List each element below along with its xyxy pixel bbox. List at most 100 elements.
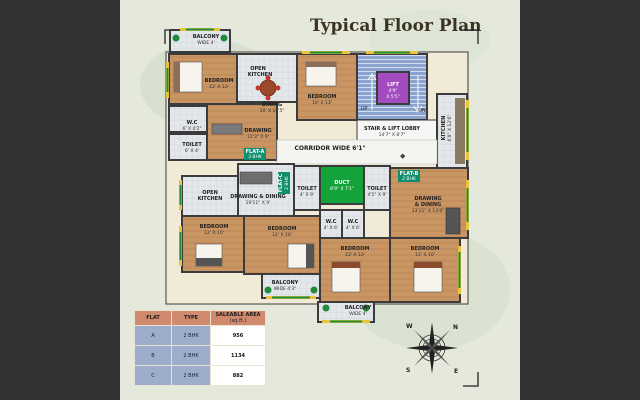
- bedroom-c2-name: BEDROOM: [268, 226, 297, 232]
- toilet-b-name: TOILET: [367, 186, 387, 192]
- stair-down-arrow: [413, 76, 423, 113]
- flat-c-tag-name: FLAT-C: [278, 173, 284, 192]
- sofa-icon: [445, 207, 461, 235]
- duct-size: 8'9" X 7'1": [330, 186, 354, 192]
- toilet-c-size: 4' X 9': [300, 192, 314, 198]
- stair-lobby-name: STAIR & LIFT LOBBY: [364, 126, 420, 132]
- saleable-area-table: FLAT TYPE SALEABLE AREA(sq.ft.) A 2 BHK …: [134, 310, 266, 386]
- compass-w: W: [406, 323, 413, 330]
- drawing-dining-b-size: 13'11" X 13'6": [412, 208, 445, 214]
- drawing-dining-b-name: DRAWING: [414, 196, 441, 202]
- frame-corner: [463, 372, 479, 387]
- stair-lobby-size: 14'7" X 8'7": [379, 132, 406, 138]
- header-area-title: SALEABLE AREA: [215, 312, 261, 318]
- toilet-a-name: TOILET: [182, 142, 202, 148]
- corridor-arrow-right: ◆: [400, 152, 406, 160]
- toilet-c: [293, 165, 321, 211]
- flat-a-tag: [244, 148, 266, 160]
- bed-icon: [413, 261, 443, 293]
- row-flat: A: [134, 325, 172, 346]
- toilet-a-size: 6' X 4': [185, 148, 199, 154]
- balcony-c-name: BALCONY: [272, 280, 299, 286]
- duct-name: DUCT: [334, 180, 350, 186]
- bedroom-a1-size: 12' X 10': [209, 84, 229, 90]
- stair-down-label: DN: [418, 108, 426, 114]
- drawing-dining-c-size: 19'11" X 9': [246, 200, 271, 206]
- flat-c-tag: [278, 172, 290, 194]
- wc-a: [168, 105, 208, 133]
- open-kitchen-c-sub: KITCHEN: [198, 196, 223, 202]
- header-saleable-area: SALEABLE AREA(sq.ft.): [210, 310, 266, 326]
- flat-b-tag-name: FLAT-B: [400, 171, 419, 177]
- balcony-top-name: BALCONY: [193, 34, 220, 40]
- toilet-b-size: 4'1" X 9': [367, 192, 386, 198]
- lift-shaft: [376, 71, 410, 105]
- dining-table-icon: [255, 75, 281, 101]
- row-type: 2 BHK: [171, 345, 211, 366]
- balcony-b-name: BALCONY: [345, 305, 372, 311]
- windows: [166, 28, 469, 323]
- bedroom-c1-size: 12' X 10': [204, 230, 224, 236]
- kitchen-b-size: 6'8" X 12'6": [447, 115, 453, 142]
- bedroom-a1-name: BEDROOM: [205, 78, 234, 84]
- wc-a-size: 6' X 4'2": [182, 126, 201, 132]
- toilet-b: [363, 165, 391, 211]
- bedroom-b2-name: BEDROOM: [411, 246, 440, 252]
- balcony-c-size: WIDE 4'3": [274, 286, 297, 292]
- lift-name: LIFT: [387, 82, 399, 88]
- flat-c-tag-type: 2 BHK: [284, 175, 290, 190]
- corridor: [276, 139, 438, 165]
- stair-up-arrow: [367, 73, 377, 110]
- drawing-dining-b-sub: & DINING: [415, 202, 441, 208]
- row-area: 882: [210, 365, 266, 386]
- kitchen-b-name: KITCHEN: [441, 116, 447, 141]
- page-title: Typical Floor Plan: [310, 16, 482, 36]
- dining-a-name: DINING: [262, 102, 282, 108]
- drawing-a-name: DRAWING: [244, 128, 271, 134]
- bed-icon: [305, 61, 337, 87]
- bedroom-c2-size: 12' X 16': [272, 232, 292, 238]
- wc-c-name: W.C: [326, 219, 337, 225]
- wc-b-size: 4' X 6': [346, 225, 360, 231]
- bedroom-c1-name: BEDROOM: [200, 224, 229, 230]
- lift-size-2: X 5'5": [386, 94, 400, 100]
- bedroom-a2-size: 10' X 13': [312, 100, 332, 106]
- row-flat: C: [134, 365, 172, 386]
- table-row: C 2 BHK 882: [134, 365, 266, 386]
- row-flat: B: [134, 345, 172, 366]
- flat-a-tag-name: FLAT-A: [246, 149, 265, 155]
- bed-icon: [195, 243, 223, 267]
- flat-b-tag-type: 2 BHK: [402, 176, 417, 182]
- balcony-c: [261, 273, 321, 299]
- compass-s: S: [406, 367, 410, 374]
- duct: [319, 165, 365, 205]
- sofa-icon: [211, 123, 243, 135]
- bed-icon: [173, 61, 203, 93]
- plant-icon: [172, 34, 370, 312]
- stair-up-label: UP: [361, 106, 368, 112]
- drawing-a-size: 12'3" X 9': [247, 134, 269, 140]
- header-area-unit: (sq.ft.): [229, 318, 247, 324]
- header-type: TYPE: [171, 310, 211, 326]
- row-type: 2 BHK: [171, 365, 211, 386]
- sofa-icon: [239, 171, 273, 185]
- bedroom-b1-size: 13' X 10': [345, 252, 365, 258]
- compass-n: N: [453, 324, 458, 331]
- open-kitchen-top-name: OPEN: [250, 66, 266, 72]
- row-area: 956: [210, 325, 266, 346]
- wc-a-name: W.C: [187, 120, 198, 126]
- bedroom-a2-name: BEDROOM: [308, 94, 337, 100]
- flat-b-tag: [398, 170, 420, 182]
- table-row: B 2 BHK 1134: [134, 345, 266, 366]
- wc-c-size: 4' X 6': [324, 225, 338, 231]
- dining-a-size: 10' X 10'5": [260, 108, 285, 114]
- toilet-c-name: TOILET: [297, 186, 317, 192]
- frame-corner: [463, 29, 479, 44]
- balcony-b-size: WIDE 4': [349, 311, 367, 317]
- lift-size-1: 4'9": [388, 88, 397, 94]
- header-flat: FLAT: [134, 310, 172, 326]
- open-kitchen-top-sub: KITCHEN: [248, 72, 273, 78]
- table-row: A 2 BHK 956: [134, 325, 266, 346]
- bed-icon: [331, 261, 361, 293]
